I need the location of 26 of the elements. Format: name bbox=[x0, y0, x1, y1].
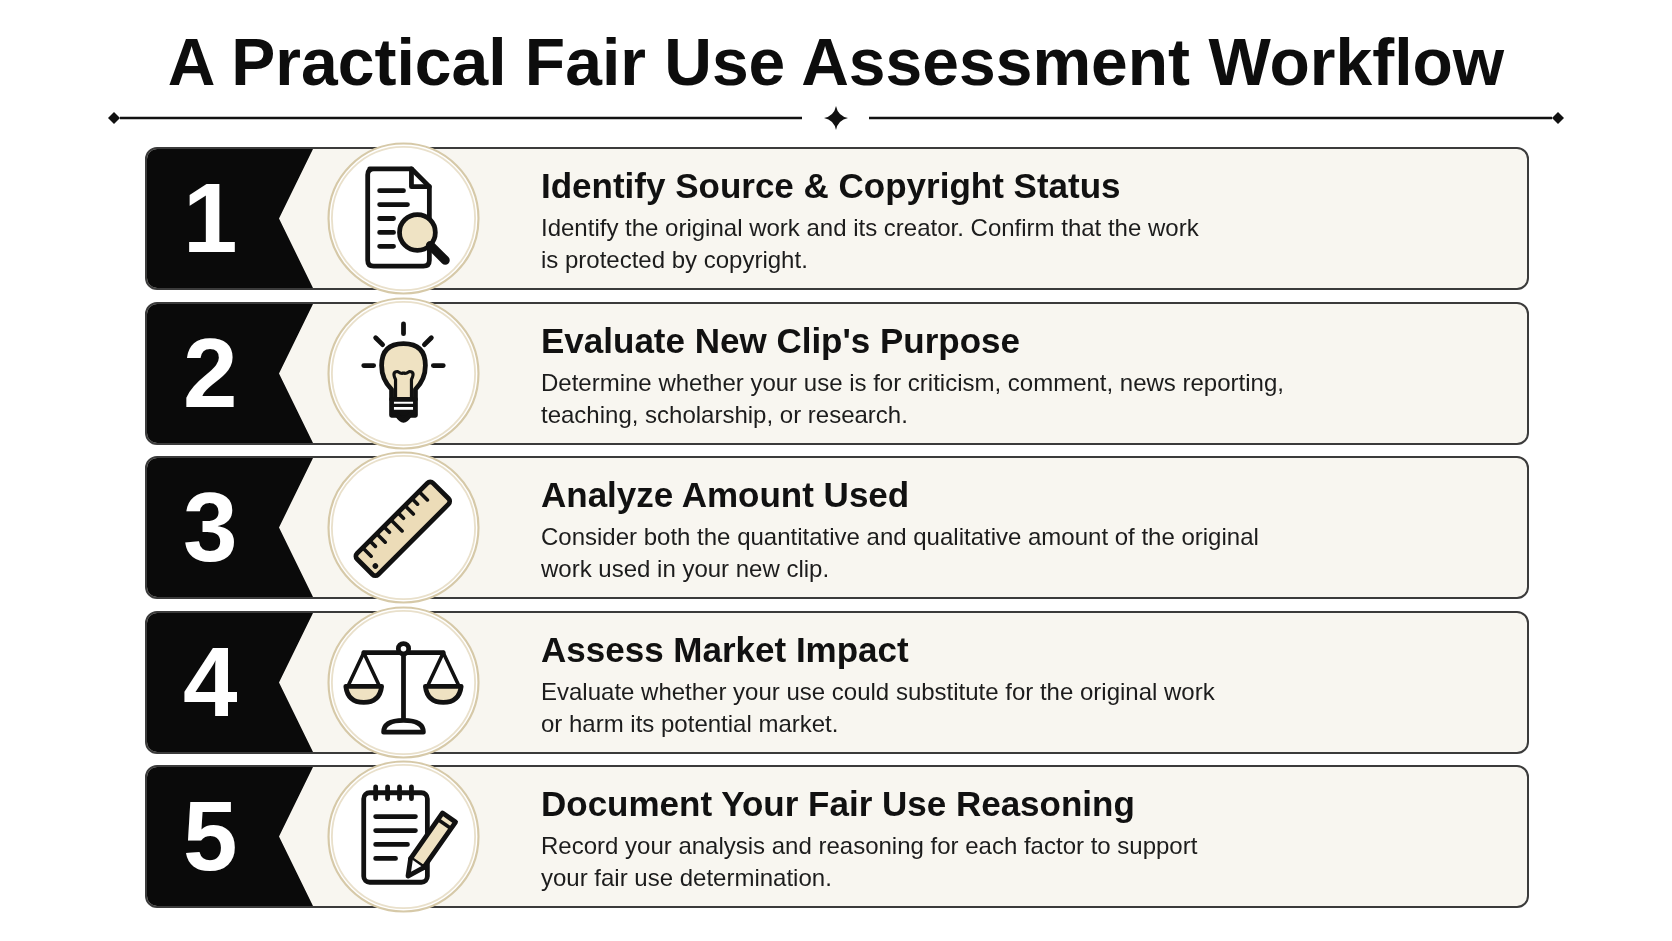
step-heading: Identify Source & Copyright Status bbox=[541, 165, 1121, 207]
title: A Practical Fair Use Assessment Workflow bbox=[167, 24, 1505, 101]
number-tab bbox=[147, 303, 313, 443]
step-description: Consider both the quantitative and qualitative amount of the original work used in your new clip. bbox=[541, 522, 1260, 584]
step-number: 4 bbox=[183, 632, 238, 731]
step-description: Record your analysis and reasoning for each factor to support your fair use determination. bbox=[541, 831, 1199, 893]
step-number: 2 bbox=[183, 323, 238, 422]
step-description: Determine whether your use is for criticism, comment, news reporting, teaching, scholarship, or research. bbox=[541, 367, 1285, 430]
step-card bbox=[145, 301, 1529, 445]
step-number: 5 bbox=[183, 787, 238, 885]
number-tab bbox=[147, 767, 313, 906]
number-tab bbox=[147, 612, 313, 752]
step-card bbox=[145, 456, 1529, 599]
step-description: Evaluate whether your use could substitute for the original work or harm its potential market. bbox=[541, 676, 1216, 739]
step-card bbox=[145, 610, 1529, 754]
step-heading: Evaluate New Clip's Purpose bbox=[541, 319, 1021, 362]
number-tab bbox=[147, 458, 313, 597]
number-tab bbox=[147, 149, 313, 288]
step-heading: Document Your Fair Use Reasoning bbox=[541, 783, 1135, 825]
step-card bbox=[145, 765, 1529, 908]
step-number: 1 bbox=[183, 169, 238, 267]
step-heading: Analyze Amount Used bbox=[541, 474, 910, 516]
step-card bbox=[145, 147, 1529, 290]
step-heading: Assess Market Impact bbox=[541, 628, 909, 671]
step-description: Identify the original work and its creator. Confirm that the work is protected by copyright. bbox=[541, 213, 1200, 275]
step-number: 3 bbox=[183, 478, 238, 576]
